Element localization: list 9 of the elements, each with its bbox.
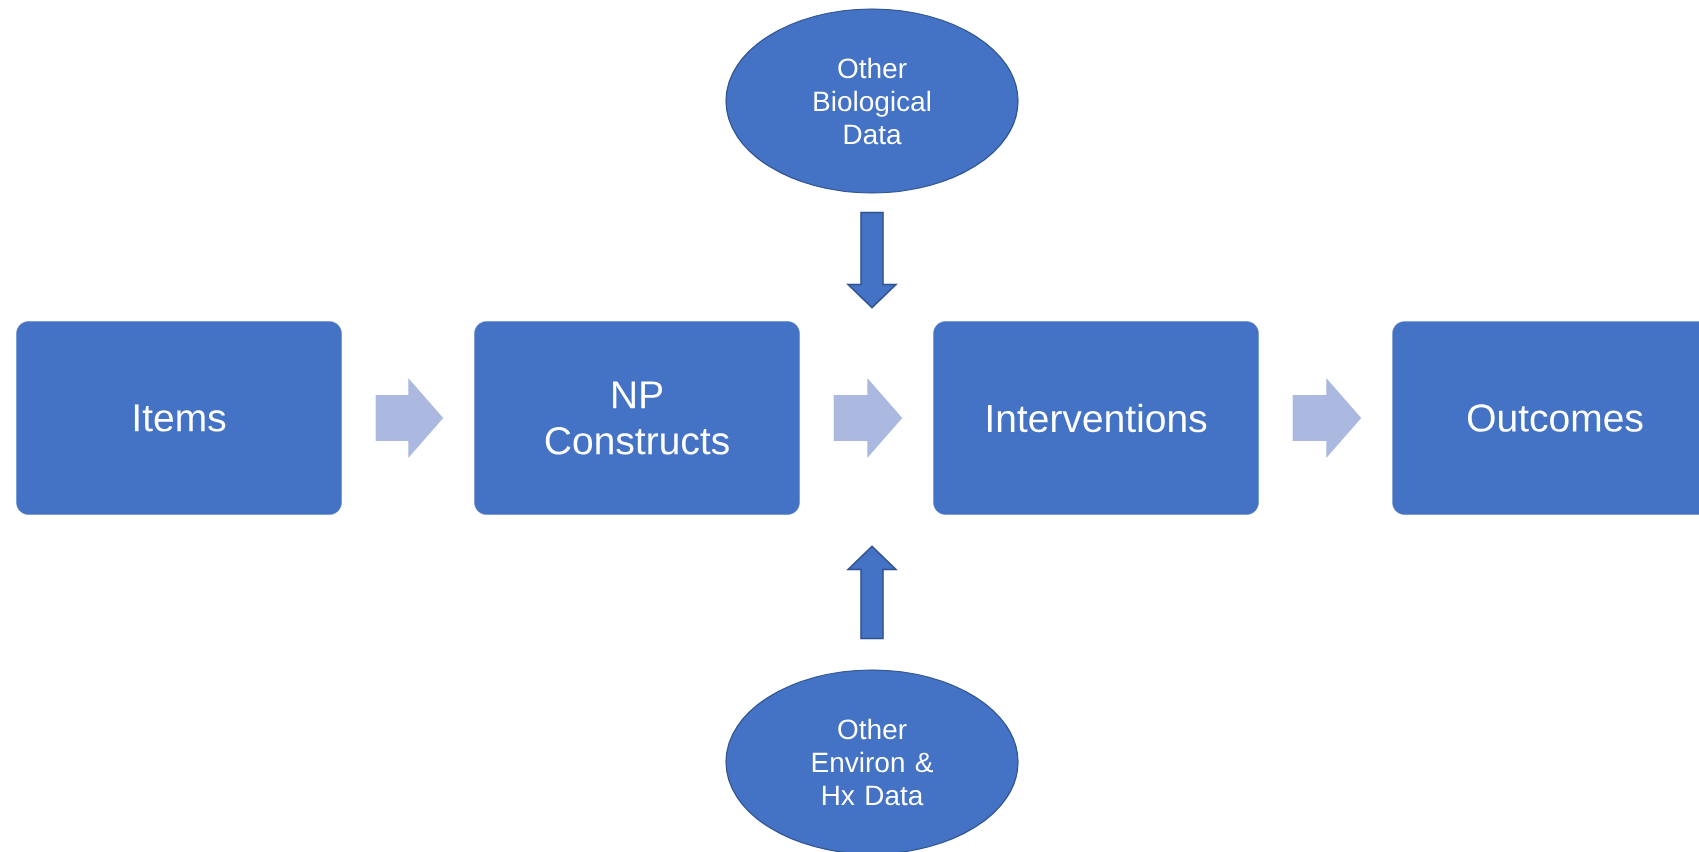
- block-arrow: [375, 378, 444, 458]
- block-arrow: [1292, 378, 1362, 458]
- block-arrow: [846, 211, 898, 309]
- block-arrow: [846, 545, 898, 640]
- process-box: Outcomes: [1392, 321, 1699, 515]
- process-box: Items: [16, 321, 342, 515]
- block-arrow: [833, 378, 903, 458]
- process-box: NP Constructs: [474, 321, 800, 515]
- process-box: Interventions: [933, 321, 1259, 515]
